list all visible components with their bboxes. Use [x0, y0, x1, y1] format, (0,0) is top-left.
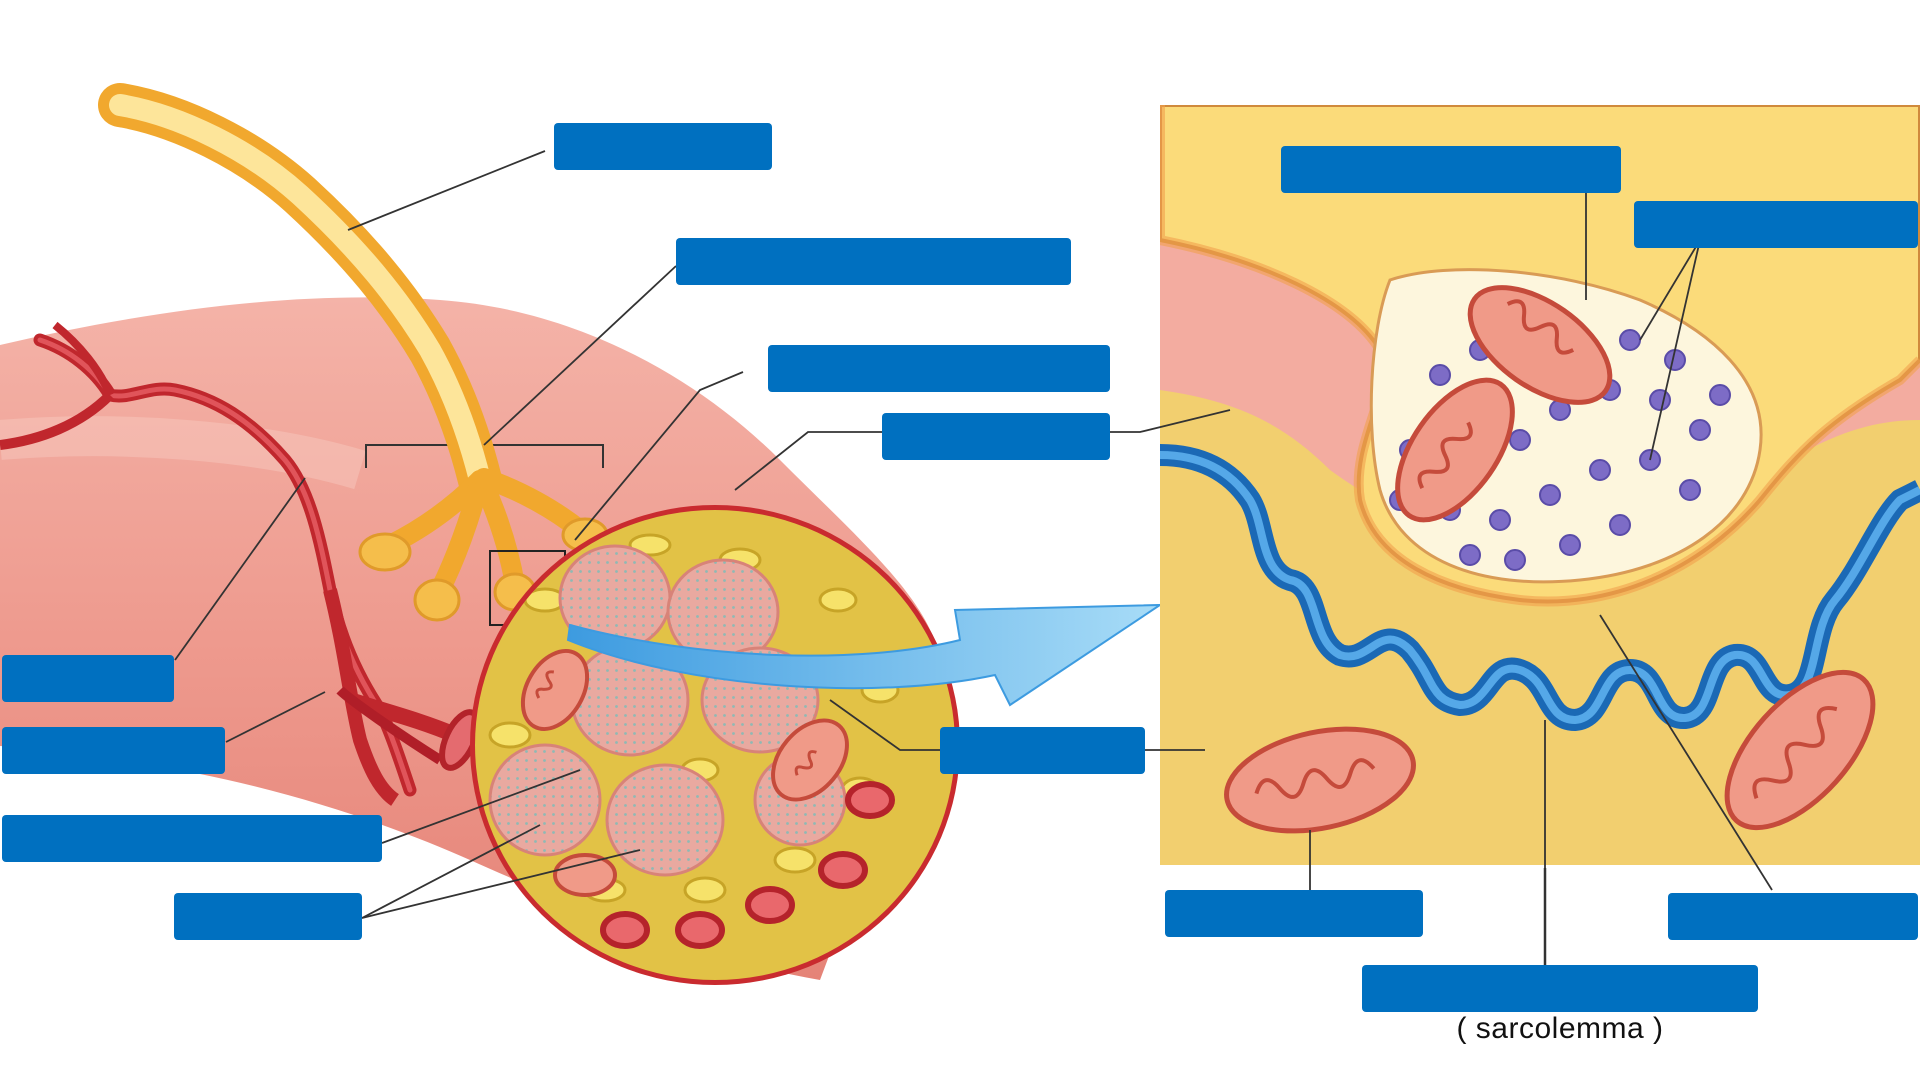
motor-neuron-axon: [98, 83, 609, 622]
sarcolemma-caption: ( sarcolemma ): [1456, 1012, 1664, 1045]
label-box-capillary[interactable]: [2, 655, 174, 702]
muscle-cross-section: [470, 505, 960, 985]
label-box-axon-terminal[interactable]: [768, 345, 1110, 392]
label-box-axon[interactable]: [554, 123, 772, 170]
label-box-synaptic-cleft[interactable]: [1668, 893, 1918, 940]
label-boxes: [2, 123, 1918, 1012]
label-box-neuromuscular-junction[interactable]: [676, 238, 1071, 285]
cross-section-mitochondria: [520, 649, 849, 897]
zoom-arrow: [566, 603, 1164, 707]
label-box-muscle-fiber[interactable]: [882, 413, 1110, 460]
label-box-myofibril[interactable]: [174, 893, 362, 940]
terminal-mitochondria: [1395, 285, 1613, 523]
label-box-motor-end-plate[interactable]: [1362, 965, 1758, 1012]
label-box-sarcoplasm[interactable]: [940, 727, 1145, 774]
label-box-synaptic-terminal[interactable]: [1281, 146, 1621, 193]
leader-lines: [174, 150, 1773, 965]
capillaries: [600, 781, 895, 949]
label-box-endomysium[interactable]: [2, 815, 382, 862]
muscle-mitochondria: [1224, 669, 1876, 834]
label-box-mitochondrion[interactable]: [1165, 890, 1423, 937]
muscle-fiber-illustration: [0, 83, 1164, 985]
label-box-synaptic-vesicles[interactable]: [1634, 201, 1918, 248]
label-box-sarcolemma-left[interactable]: [2, 727, 225, 774]
